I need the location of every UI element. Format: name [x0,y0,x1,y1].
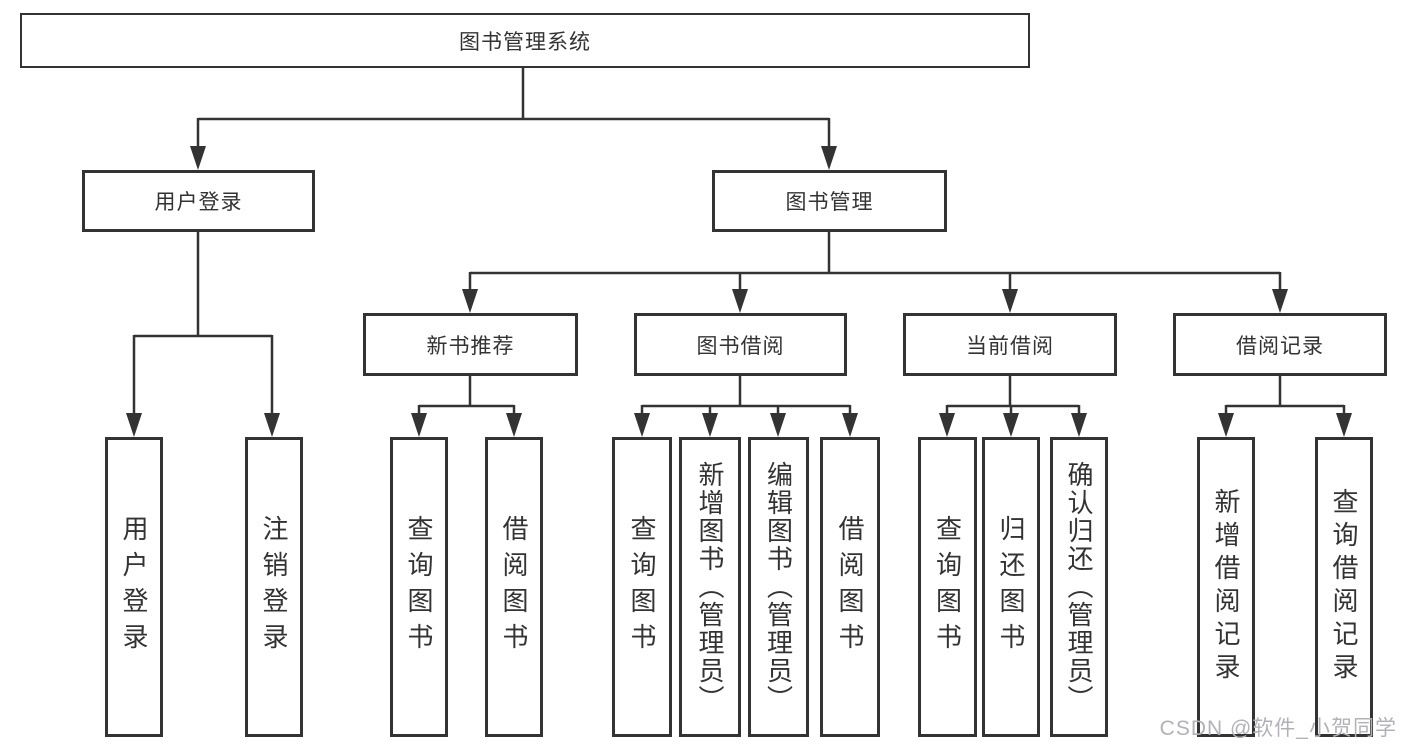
node-label: 图书管理系统 [459,30,591,54]
leaf-label: 注销登录 [259,515,289,659]
node-new-book-recommendation: 新书推荐 [363,313,578,376]
connector-new-book-recommendation-to-leaves [411,376,522,437]
leaf-label: 归还图书 [996,515,1026,659]
leaf-label: 编辑图书（管理员） [763,461,794,713]
node-label: 用户登录 [154,191,243,214]
node-current-borrowing: 当前借阅 [903,313,1117,376]
node-book-management: 图书管理 [712,170,947,232]
leaf-label: 新增图书（管理员） [695,461,725,713]
leaf-label: 借阅图书 [835,515,865,659]
csdn-watermark: CSDN @软件_小贺同学 [1159,717,1397,740]
node-label: 图书借阅 [696,334,785,358]
leaf-query-books-current: 查询图书 [918,437,977,737]
leaf-label: 新增借阅记录 [1211,488,1241,686]
leaf-return-books: 归还图书 [982,437,1040,737]
node-label: 图书管理 [785,191,874,214]
node-borrowing-records: 借阅记录 [1173,313,1387,376]
node-label: 借阅记录 [1236,334,1324,358]
leaf-label: 查询图书 [404,515,434,659]
leaf-add-borrow-record: 新增借阅记录 [1197,437,1255,737]
leaf-user-login: 用户登录 [105,437,163,737]
leaf-borrow-books-recommend: 借阅图书 [485,437,543,737]
leaf-query-borrow-record: 查询借阅记录 [1315,437,1373,737]
node-book-borrowing: 图书借阅 [634,313,847,376]
leaf-add-book-admin: 新增图书（管理员） [679,437,741,737]
connector-book-borrowing-to-leaves [634,376,858,437]
connector-borrowing-records-to-leaves [1218,376,1352,437]
connector-root-to-level2 [190,68,837,170]
node-library-management-system: 图书管理系统 [20,13,1030,68]
node-label: 当前借阅 [966,334,1054,358]
leaf-label: 借阅图书 [499,515,529,659]
leaf-label: 用户登录 [119,515,149,659]
leaf-label: 查询图书 [932,515,963,659]
leaf-borrow-books-borrowing: 借阅图书 [820,437,880,737]
leaf-edit-book-admin: 编辑图书（管理员） [748,437,809,737]
node-user-login: 用户登录 [82,170,315,232]
connector-current-borrowing-to-leaves [939,376,1087,437]
leaf-query-books-borrowing: 查询图书 [612,437,672,737]
node-label: 新书推荐 [426,334,515,358]
leaf-label: 确认归还（管理员） [1064,461,1094,713]
leaf-label: 查询图书 [627,515,657,659]
leaf-logout: 注销登录 [245,437,303,737]
connector-user-login-to-leaves [126,232,280,437]
leaf-label: 查询借阅记录 [1329,488,1359,686]
connector-book-management-to-level3 [462,232,1288,313]
leaf-confirm-return-admin: 确认归还（管理员） [1050,437,1108,737]
leaf-query-books-recommend: 查询图书 [390,437,448,737]
